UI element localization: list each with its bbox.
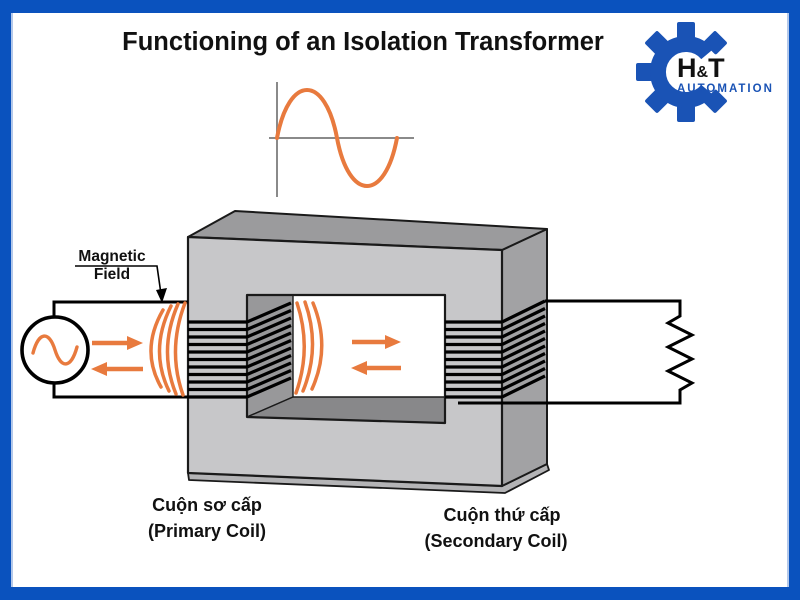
frame-bottom-bar [0, 587, 800, 600]
flux-arrows [91, 335, 401, 376]
flux-arrow-right-left-side [92, 336, 143, 350]
frame-right-border [789, 0, 800, 600]
secondary-coil-side-turns [502, 299, 546, 399]
frame-right-inner-line [787, 13, 789, 587]
flux-arrow-left-window [351, 361, 401, 375]
magnetic-field-arcs-window [294, 300, 324, 395]
flux-arrow-left-left-side [91, 362, 143, 376]
ac-source-sine [31, 334, 79, 366]
magnetic-field-arcs-left [149, 301, 187, 397]
primary-coil-label: Cuộn sơ cấp (Primary Coil) [148, 495, 266, 541]
core-window-hole [293, 295, 445, 397]
waveform-graph [269, 82, 414, 197]
primary-coil-label-line1: Cuộn sơ cấp [152, 495, 262, 515]
gear-icon [636, 22, 727, 122]
primary-coil-label-line2: (Primary Coil) [148, 521, 266, 541]
magnetic-field-label: Magnetic Field [75, 248, 167, 303]
resistor-icon [458, 299, 696, 405]
secondary-coil-label-line1: Cuộn thứ cấp [443, 505, 560, 525]
logo: H&T AUTOMATION [636, 22, 774, 122]
frame-left-border [0, 0, 11, 600]
leader-line [75, 265, 162, 295]
magnetic-field-label-line2: Field [94, 266, 130, 283]
page-title: Functioning of an Isolation Transformer [122, 28, 604, 56]
primary-wires [52, 300, 188, 399]
primary-coil-front-turns [188, 320, 247, 399]
transformer-core [186, 210, 550, 494]
logo-subtitle: AUTOMATION [677, 83, 774, 95]
secondary-circuit [458, 299, 696, 405]
secondary-coil-front-turns [445, 320, 502, 399]
secondary-coil-label: Cuộn thứ cấp (Secondary Coil) [424, 505, 567, 551]
magnetic-field-label-line1: Magnetic [78, 248, 146, 265]
logo-wordmark: H&T [677, 53, 725, 83]
frame-left-inner-line [11, 13, 13, 587]
leader-arrowhead [156, 288, 167, 303]
sine-wave [275, 88, 399, 188]
core-window-outline [245, 293, 447, 425]
primary-coil-side-turns [247, 301, 292, 399]
secondary-coil-label-line2: (Secondary Coil) [424, 531, 567, 551]
flux-arrow-right-window [352, 335, 401, 349]
secondary-coil [445, 299, 546, 399]
primary-coil [188, 301, 292, 399]
primary-circuit [20, 300, 188, 399]
frame-top-bar [0, 0, 800, 13]
